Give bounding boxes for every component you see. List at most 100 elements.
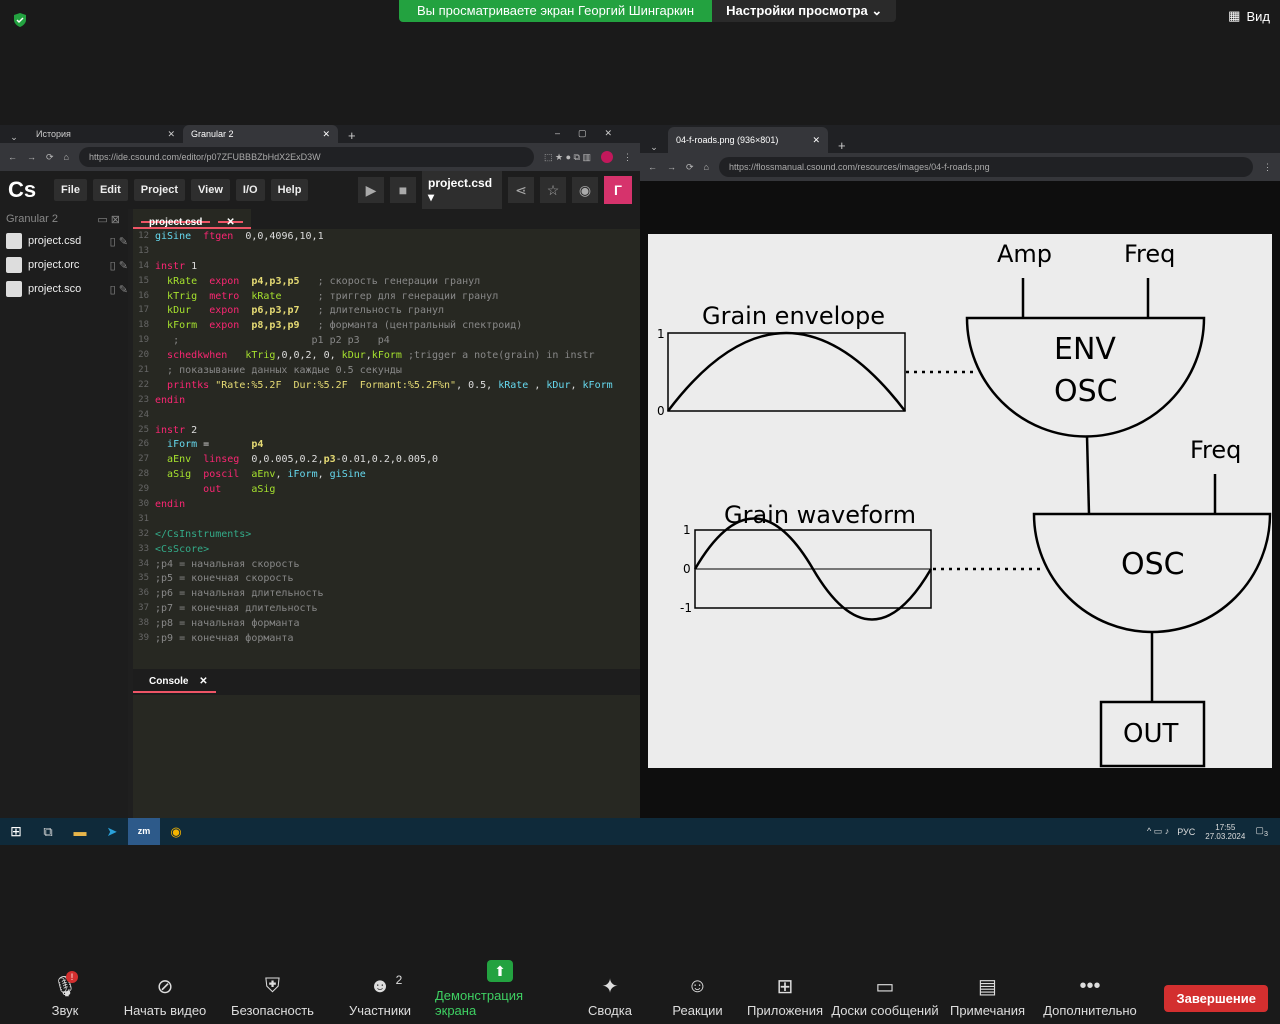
- code-line[interactable]: 33<CsScore>: [133, 544, 640, 559]
- trash-icon[interactable]: ▯ ✎: [109, 259, 128, 272]
- code-line[interactable]: 19 ; p1 p2 p3 p4: [133, 335, 640, 350]
- menu-io[interactable]: I/O: [235, 179, 265, 201]
- telegram-icon[interactable]: ➤: [106, 823, 118, 839]
- file-item[interactable]: project.orc▯ ✎: [0, 253, 128, 277]
- zoom-btn-apps[interactable]: ⊞Приложения: [740, 975, 830, 1019]
- code-line[interactable]: 13: [133, 246, 640, 261]
- tab-search-icon[interactable]: ⌄: [650, 142, 658, 152]
- menu-project[interactable]: Project: [133, 179, 186, 201]
- tab-image[interactable]: 04-f-roads.png (936×801)✕: [668, 127, 828, 153]
- code-line[interactable]: 34;p4 = начальная скорость: [133, 559, 640, 574]
- project-select[interactable]: project.csd ▾: [422, 171, 502, 209]
- file-item[interactable]: project.csd▯ ✎: [0, 229, 128, 253]
- close-icon[interactable]: ✕: [322, 128, 330, 139]
- language-indicator[interactable]: РУС: [1177, 826, 1196, 837]
- tab-search-icon[interactable]: ⌄: [10, 132, 18, 142]
- view-button[interactable]: ▦Вид: [1228, 8, 1270, 24]
- view-settings-button[interactable]: Настройки просмотра ⌄: [712, 0, 897, 22]
- code-line[interactable]: 35;p5 = конечная скорость: [133, 573, 640, 588]
- code-line[interactable]: 29 out aSig: [133, 484, 640, 499]
- console-tab[interactable]: Console ✕: [133, 671, 216, 693]
- zoom-app-icon[interactable]: zm: [128, 818, 160, 845]
- code-line[interactable]: 26 iForm = p4: [133, 439, 640, 454]
- code-line[interactable]: 22 printks "Rate:%5.2F Dur:%5.2F Formant…: [133, 380, 640, 395]
- profile-avatar[interactable]: [601, 151, 613, 163]
- zoom-btn-notes[interactable]: ▤Примечания: [940, 975, 1035, 1019]
- menu-icon[interactable]: ⋮: [1263, 161, 1272, 172]
- explorer-icon[interactable]: ▬: [73, 824, 87, 839]
- code-line[interactable]: 38;p8 = начальная форманта: [133, 618, 640, 633]
- file-item[interactable]: project.sco▯ ✎: [0, 277, 128, 301]
- code-line[interactable]: 31: [133, 514, 640, 529]
- menu-help[interactable]: Help: [270, 179, 309, 201]
- folder-icon[interactable]: ▭ ⊠: [97, 213, 120, 226]
- code-line[interactable]: 36;p6 = начальная длительность: [133, 588, 640, 603]
- address-input[interactable]: https://ide.csound.com/editor/p07ZFUBBBZ…: [78, 147, 535, 167]
- play-icon[interactable]: ▶: [358, 177, 384, 203]
- share-icon[interactable]: ⋖: [508, 177, 534, 203]
- chrome-icon[interactable]: ◉: [170, 823, 182, 839]
- code-line[interactable]: 39;p9 = конечная форманта: [133, 633, 640, 648]
- new-tab-icon[interactable]: +: [838, 138, 846, 153]
- zoom-btn-security[interactable]: ⛨Безопасность: [220, 975, 325, 1019]
- code-line[interactable]: 27 aEnv linseg 0,0.005,0.2,p3-0.01,0.2,0…: [133, 454, 640, 469]
- extensions-icon[interactable]: ⬚ ★ ● ⧉ ▥: [544, 151, 591, 162]
- code-line[interactable]: 15 kRate expon p4,p3,p5 ; скорость генер…: [133, 276, 640, 291]
- editor-tab[interactable]: project.csd✕: [133, 209, 251, 229]
- star-icon[interactable]: ☆: [540, 177, 566, 203]
- back-icon[interactable]: ←: [8, 152, 17, 162]
- menu-view[interactable]: View: [191, 179, 230, 201]
- zoom-btn-mic[interactable]: 🎙!Звук: [20, 971, 110, 1018]
- zoom-btn-reactions[interactable]: ☺Реакции: [655, 975, 740, 1019]
- eye-icon[interactable]: ◉: [572, 177, 598, 203]
- menu-file[interactable]: File: [54, 179, 87, 201]
- code-line[interactable]: 18 kForm expon p8,p3,p9 ; форманта (цент…: [133, 320, 640, 335]
- code-line[interactable]: 28 aSig poscil aEnv, iForm, giSine: [133, 469, 640, 484]
- home-icon[interactable]: ⌂: [703, 162, 709, 172]
- trash-icon[interactable]: ▯ ✎: [109, 235, 128, 248]
- zoom-btn-whiteboard[interactable]: ▭Доски сообщений: [830, 975, 940, 1019]
- tab-history[interactable]: История✕: [36, 128, 175, 140]
- notification-icon[interactable]: ▢3: [1255, 825, 1268, 838]
- window-controls[interactable]: –▢✕: [554, 128, 630, 138]
- code-line[interactable]: 17 kDur expon p6,p3,p7 ; длительность гр…: [133, 305, 640, 320]
- task-view-icon[interactable]: ⧉: [43, 823, 53, 839]
- code-line[interactable]: 32</CsInstruments>: [133, 529, 640, 544]
- forward-icon[interactable]: →: [667, 162, 676, 172]
- tab-granular[interactable]: Granular 2✕: [183, 125, 338, 143]
- close-icon[interactable]: ✕: [812, 134, 820, 145]
- home-icon[interactable]: ⌂: [63, 152, 69, 162]
- code-line[interactable]: 24: [133, 410, 640, 425]
- windows-start-icon[interactable]: ⊞: [10, 823, 22, 839]
- close-icon[interactable]: ✕: [167, 128, 175, 139]
- forward-icon[interactable]: →: [27, 152, 36, 162]
- code-line[interactable]: 20 schedkwhen kTrig,0,0,2, 0, kDur,kForm…: [133, 350, 640, 365]
- code-line[interactable]: 21 ; показывание данных каждые 0.5 секун…: [133, 365, 640, 380]
- code-line[interactable]: 16 kTrig metro kRate ; триггер для генер…: [133, 291, 640, 306]
- zoom-btn-summary[interactable]: ✦Сводка: [565, 975, 655, 1019]
- trash-icon[interactable]: ▯ ✎: [109, 283, 128, 296]
- new-tab-icon[interactable]: +: [348, 128, 356, 143]
- back-icon[interactable]: ←: [648, 162, 657, 172]
- end-meeting-button[interactable]: Завершение: [1164, 985, 1268, 1012]
- user-avatar[interactable]: Г: [604, 176, 632, 204]
- menu-edit[interactable]: Edit: [92, 179, 128, 201]
- zoom-btn-share-screen[interactable]: ⬆Демонстрация экрана: [435, 960, 565, 1018]
- zoom-btn-more[interactable]: •••Дополнительно: [1035, 975, 1145, 1019]
- tray-icons[interactable]: ^ ▭ ♪: [1147, 826, 1170, 836]
- code-line[interactable]: 37;p7 = конечная длительность: [133, 603, 640, 618]
- reload-icon[interactable]: ⟳: [686, 161, 694, 172]
- address-input[interactable]: https://flossmanual.csound.com/resources…: [718, 157, 1253, 177]
- reload-icon[interactable]: ⟳: [46, 151, 54, 162]
- stop-icon[interactable]: ■: [390, 177, 416, 203]
- zoom-btn-video-off[interactable]: ⊘Начать видео: [110, 975, 220, 1019]
- menu-icon[interactable]: ⋮: [623, 151, 632, 162]
